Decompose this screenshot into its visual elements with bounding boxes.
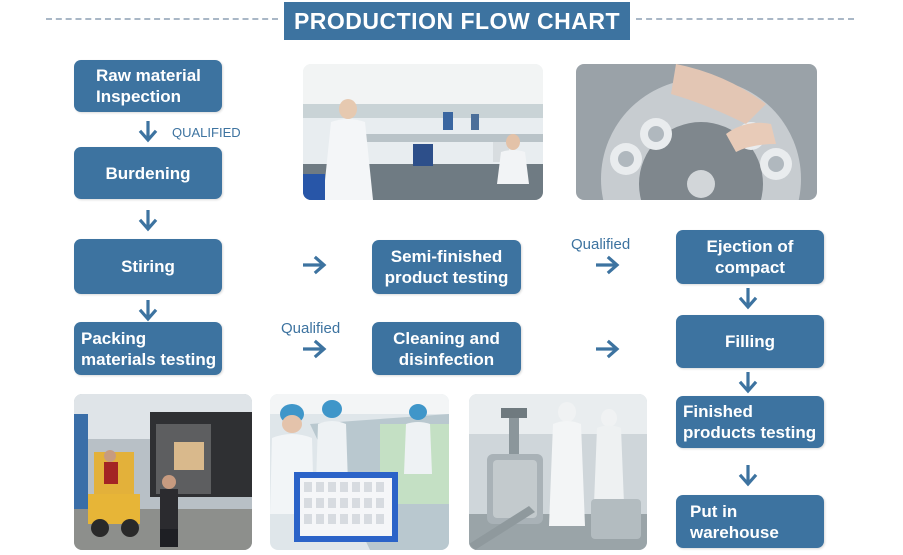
header-divider-left: [46, 18, 278, 20]
step-ejection-of-compact: Ejection of compact: [676, 230, 824, 284]
arrow-right-icon: [596, 255, 620, 275]
step-burdening: Burdening: [74, 147, 222, 199]
arrow-down-icon: [138, 121, 158, 143]
step-finished-products-testing: Finished products testing: [676, 396, 824, 448]
step-semi-finished-product-testing: Semi-finished product testing: [372, 240, 521, 294]
arrow-down-icon: [738, 288, 758, 310]
arrow-right-icon: [303, 255, 327, 275]
arrow-down-icon: [738, 465, 758, 487]
step-cleaning-and-disinfection: Cleaning and disinfection: [372, 322, 521, 375]
qualified-label: Qualified: [571, 236, 631, 253]
arrow-down-icon: [138, 210, 158, 232]
arrow-right-icon: [303, 339, 327, 359]
arrow-down-icon: [138, 300, 158, 322]
step-filling: Filling: [676, 315, 824, 368]
truck-photo: [74, 394, 252, 550]
page-title: PRODUCTION FLOW CHART: [284, 2, 630, 40]
lab-photo: [303, 64, 543, 200]
step-raw-material-inspection: Raw material Inspection: [74, 60, 222, 112]
arrow-down-icon: [738, 372, 758, 394]
packing-line-photo: [270, 394, 449, 550]
step-put-in-warehouse: Put in warehouse: [676, 495, 824, 548]
qualified-label: QUALIFIED: [172, 125, 241, 140]
mixing-tanks-photo: [469, 394, 647, 550]
header-divider-right: [636, 18, 854, 20]
step-stiring: Stiring: [74, 239, 222, 294]
arrow-right-icon: [596, 339, 620, 359]
step-packing-materials-testing: Packing materials testing: [74, 322, 222, 375]
qualified-label: Qualified: [281, 320, 341, 337]
compact-press-photo: [576, 64, 817, 200]
